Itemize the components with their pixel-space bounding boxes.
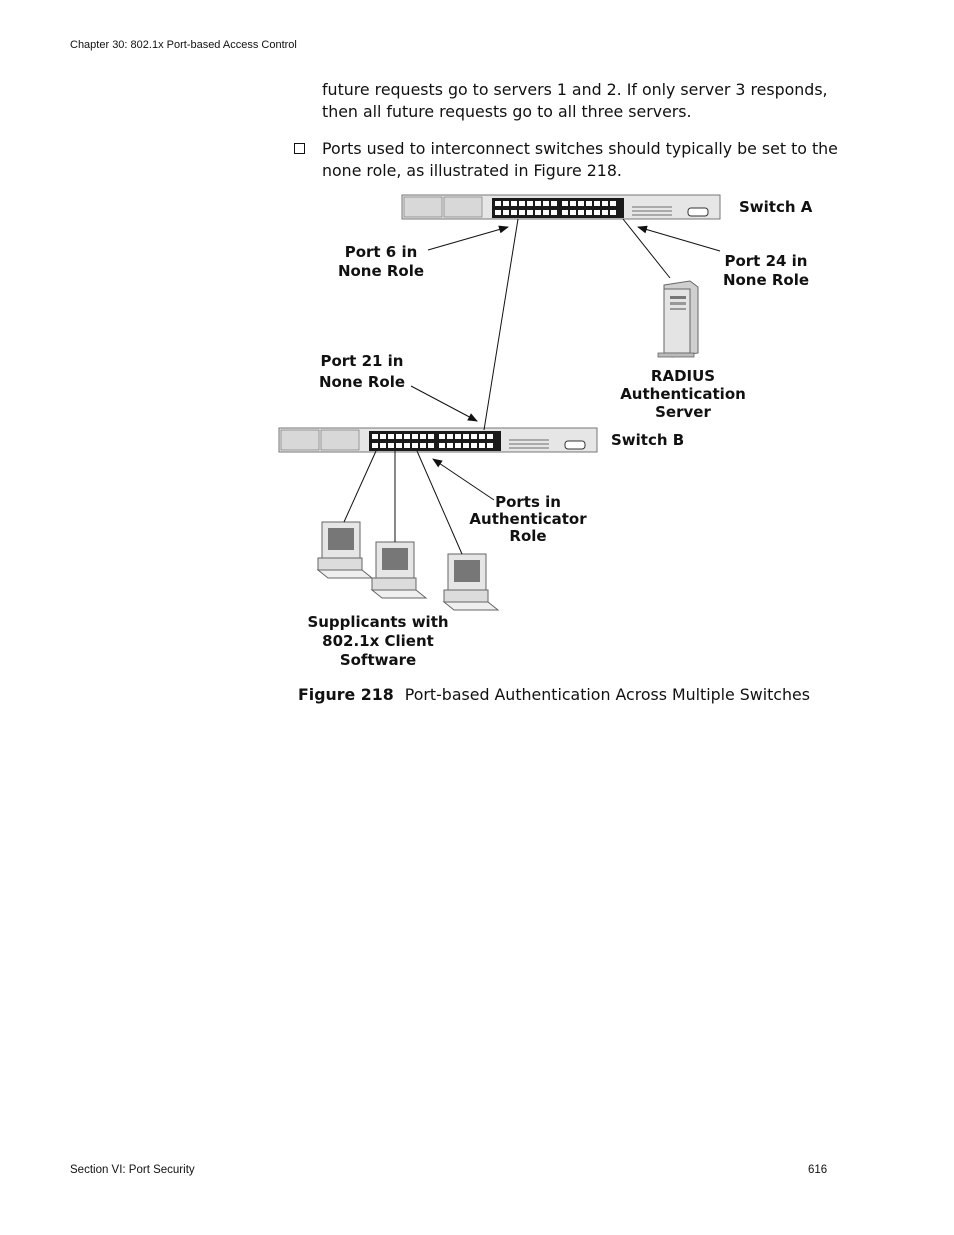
footer-section: Section VI: Port Security: [70, 1164, 195, 1176]
radius-server-icon: [657, 280, 699, 358]
figure-number: Figure 218: [298, 685, 394, 704]
paragraph-line: none role, as illustrated in Figure 218.: [322, 161, 622, 180]
supplicant-pc-icon: [316, 521, 374, 579]
switch-b-icon: [278, 427, 598, 453]
figure-caption: Figure 218 Port-based Authentication Acr…: [298, 685, 810, 704]
page-number: 616: [808, 1164, 828, 1176]
paragraph-continuation: future requests go to servers 1 and 2. I…: [322, 79, 842, 123]
chapter-header: Chapter 30: 802.1x Port-based Access Con…: [70, 39, 297, 51]
port21-arrow: [410, 385, 478, 422]
port6-label: Port 6 in None Role: [337, 243, 425, 280]
port6-arrow: [427, 225, 509, 251]
port24-arrow: [637, 225, 721, 252]
supplicant-connection-line: [343, 450, 377, 523]
switch-interconnect-line: [483, 218, 519, 431]
radius-server-label: RADIUS Authentication Server: [620, 367, 746, 421]
checkbox-bullet-icon: [294, 143, 305, 154]
supplicant-pc-icon: [442, 553, 500, 611]
supplicants-label: Supplicants with 802.1x Client Software: [307, 613, 449, 669]
port24-label: Port 24 in None Role: [722, 252, 810, 289]
supplicant-connection-line: [416, 450, 463, 555]
authenticator-ports-arrow: [432, 458, 495, 501]
authenticator-ports-label: Ports in Authenticator Role: [469, 493, 587, 545]
paragraph-line: then all future requests go to all three…: [322, 102, 692, 121]
figure-title: Port-based Authentication Across Multipl…: [404, 685, 810, 704]
server-connection-line: [622, 218, 671, 279]
paragraph-line: future requests go to servers 1 and 2. I…: [322, 80, 828, 99]
paragraph-line: Ports used to interconnect switches shou…: [322, 139, 838, 158]
port21-label: Port 21 in None Role: [318, 352, 406, 391]
switch-b-label: Switch B: [611, 431, 685, 449]
supplicant-pc-icon: [370, 541, 428, 599]
bullet-paragraph: Ports used to interconnect switches shou…: [322, 138, 842, 182]
switch-a-icon: [401, 194, 721, 220]
switch-a-label: Switch A: [739, 198, 813, 216]
